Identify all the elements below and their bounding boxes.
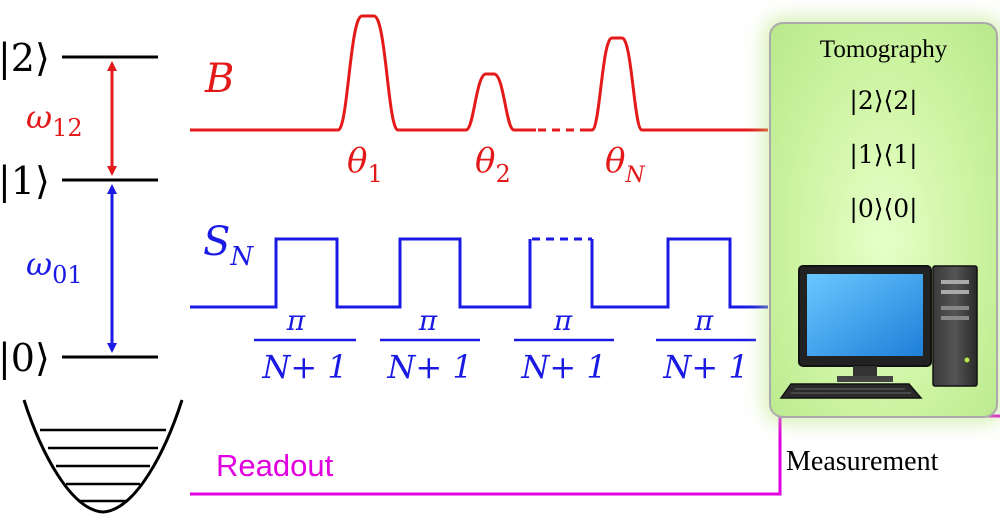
sn-pulse-label: SN: [203, 219, 254, 272]
fraction-denominator: N+ 1: [662, 348, 748, 386]
fraction-3: π N+ 1: [514, 304, 614, 386]
fraction-numerator: π: [694, 304, 714, 337]
fraction-4: π N+ 1: [656, 304, 756, 386]
theta-2-label: θ2: [475, 141, 511, 188]
theta-n-label: θN: [605, 141, 645, 188]
projector-2: |2⟩⟨2|: [849, 86, 918, 115]
projector-0: |0⟩⟨0|: [849, 194, 918, 223]
fraction-1: π N+ 1: [254, 304, 356, 386]
fraction-numerator: π: [286, 304, 306, 337]
w01-label: ω01: [26, 245, 83, 289]
tomography-title: Tomography: [819, 36, 948, 63]
fraction-numerator: π: [418, 304, 438, 337]
b-pulse-label: B: [204, 56, 234, 102]
b-pulse-trace: [190, 14, 768, 132]
fraction-2: π N+ 1: [380, 304, 480, 386]
level-2-ket: |2⟩: [0, 36, 50, 80]
level-1-ket: |1⟩: [0, 159, 50, 203]
measurement-label: Measurement: [786, 446, 939, 477]
readout-label: Readout: [216, 448, 334, 483]
fraction-numerator: π: [553, 304, 573, 337]
computer-icon: [779, 265, 978, 399]
fraction-denominator: N+ 1: [520, 348, 606, 386]
harmonic-potential-well: [22, 399, 184, 514]
theta-1-label: θ1: [347, 141, 383, 188]
tomography-panel: Tomography |2⟩⟨2| |1⟩⟨1| |0⟩⟨0|: [769, 22, 998, 418]
fraction-denominator: N+ 1: [261, 348, 347, 386]
w12-label: ω12: [26, 98, 83, 142]
projector-1: |1⟩⟨1|: [849, 140, 918, 169]
level-0-ket: |0⟩: [0, 336, 50, 380]
sn-pulse-trace: [190, 237, 768, 309]
fraction-denominator: N+ 1: [386, 348, 472, 386]
